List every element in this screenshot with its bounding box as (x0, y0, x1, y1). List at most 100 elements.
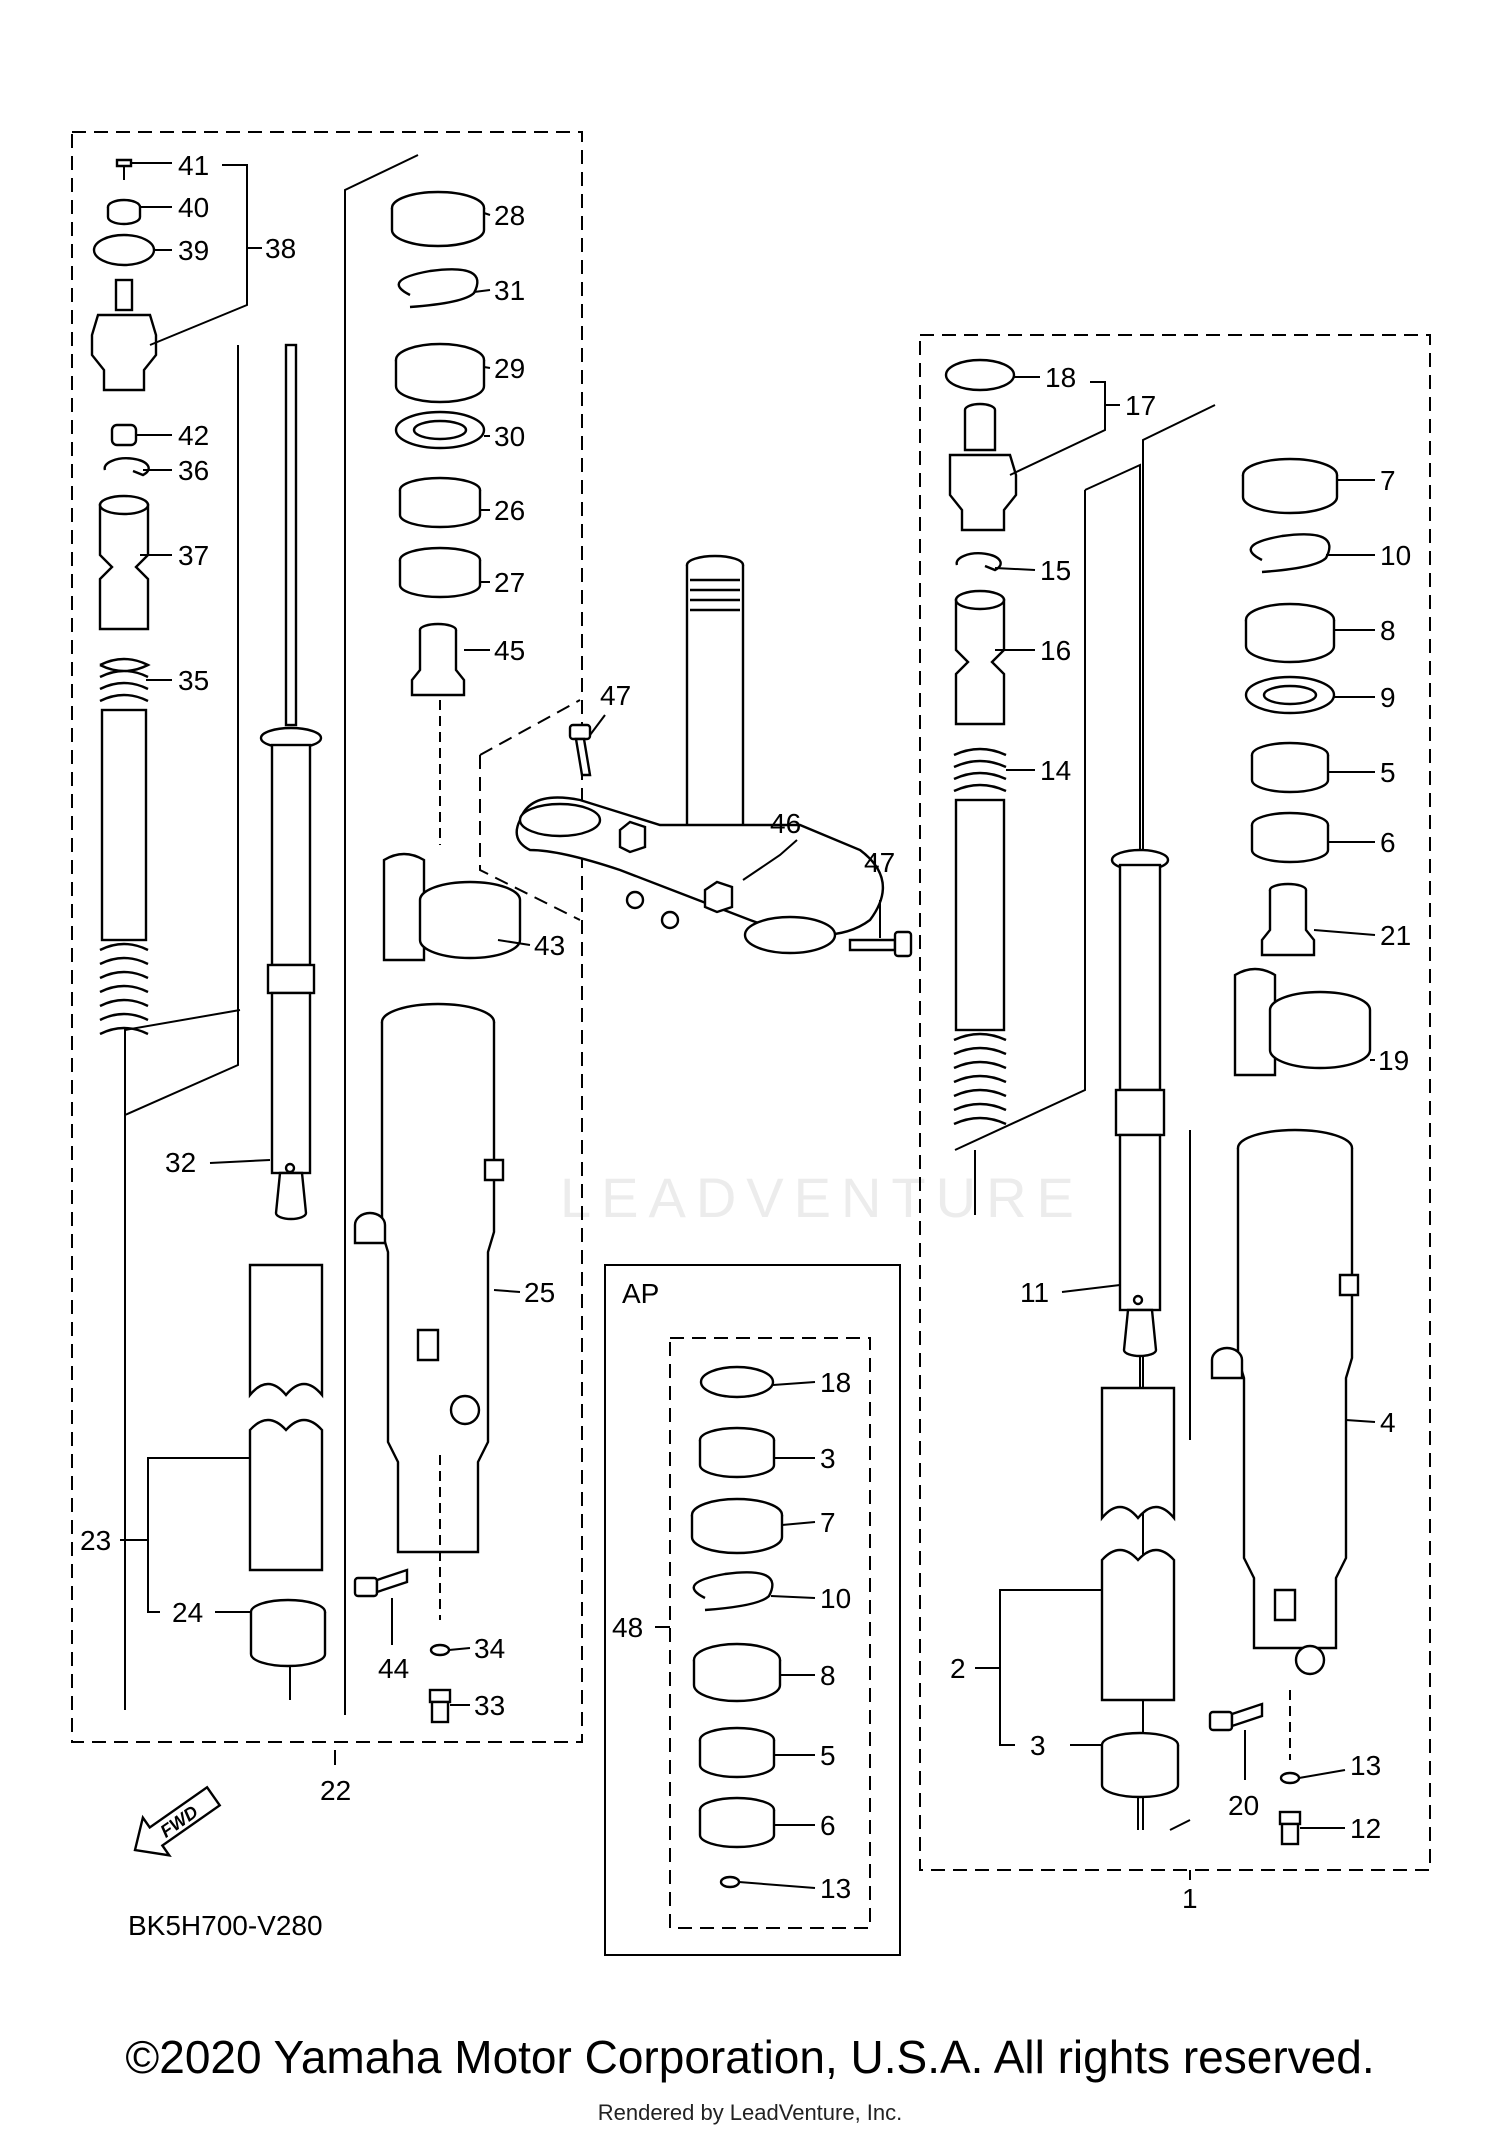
callout-34: 34 (474, 1633, 505, 1664)
part-36-clip[interactable] (103, 457, 150, 477)
ap-kit-boundary (669, 1337, 871, 1929)
part-34-gasket[interactable] (429, 1643, 451, 1657)
callout-47-top: 47 (600, 680, 631, 711)
callout-11: 11 (1020, 1277, 1049, 1308)
part-20-bolt[interactable] (1208, 1702, 1264, 1732)
left-assembly-boundary (71, 131, 583, 1743)
part-25-outer-tube[interactable] (353, 1002, 505, 1620)
rendered-by-notice: Rendered by LeadVenture, Inc. (597, 2100, 903, 2125)
ap-part-13-gasket[interactable] (719, 1875, 741, 1889)
callout-25: 25 (524, 1277, 555, 1308)
part-46-under-bracket[interactable] (515, 554, 884, 955)
callout-43: 43 (534, 930, 565, 961)
ap-part-3-slide-metal[interactable] (698, 1426, 776, 1479)
ap-kit-box: AP 18 (604, 1264, 901, 1956)
part-33-bolt[interactable] (428, 1688, 452, 1724)
ap-part-8-oil-seal[interactable] (692, 1642, 782, 1703)
ap-label: AP (622, 1278, 659, 1309)
callout-16: 16 (1040, 635, 1071, 666)
part-9-washer[interactable] (1244, 675, 1336, 715)
callout-46: 46 (770, 808, 801, 839)
part-3-bushing[interactable] (1100, 1731, 1180, 1799)
callout-24: 24 (172, 1597, 203, 1628)
callout-10: 10 (1380, 540, 1411, 571)
part-37-collar[interactable] (98, 494, 150, 631)
callout-13: 13 (1350, 1750, 1381, 1781)
part-43-fork-guard[interactable] (382, 852, 522, 962)
ap-box-border (604, 1264, 901, 1956)
callout-47-right: 47 (864, 847, 895, 878)
part-29-oil-seal[interactable] (394, 342, 486, 404)
part-31-stopper-ring[interactable] (397, 268, 479, 309)
part-47-bolt-upper[interactable] (568, 723, 592, 777)
callout-27: 27 (494, 567, 525, 598)
callout-6: 6 (1380, 827, 1396, 858)
ap-part-5-slide-metal[interactable] (698, 1726, 776, 1779)
callout-12: 12 (1350, 1813, 1381, 1844)
part-27-piston-metal[interactable] (398, 546, 482, 599)
center-callout-labels: 47 46 47 (600, 680, 895, 878)
callout-38: 38 (265, 233, 296, 264)
part-13-gasket[interactable] (1279, 1771, 1301, 1785)
part-12-bolt[interactable] (1278, 1810, 1302, 1846)
part-8-oil-seal[interactable] (1244, 602, 1336, 664)
part-10-stopper-ring[interactable] (1249, 533, 1331, 574)
part-39-o-ring[interactable] (92, 233, 156, 267)
right-assembly-boundary (919, 334, 1431, 1871)
part-47-bolt-right[interactable] (848, 930, 913, 958)
part-18-o-ring[interactable] (944, 358, 1016, 392)
ap-part-10-stopper-ring[interactable] (692, 1571, 774, 1612)
part-16-collar[interactable] (954, 589, 1006, 726)
ap-part-18-o-ring[interactable] (699, 1365, 775, 1399)
part-24-bushing[interactable] (249, 1598, 327, 1668)
part-7-dust-seal[interactable] (1241, 457, 1339, 515)
copyright-notice: ©2020 Yamaha Motor Corporation, U.S.A. A… (125, 2031, 1375, 2083)
callout-45: 45 (494, 635, 525, 666)
part-35-spring[interactable] (99, 657, 151, 1036)
callout-3: 3 (1030, 1730, 1046, 1761)
callout-35: 35 (178, 665, 209, 696)
part-32-damper-rod[interactable] (259, 343, 323, 1221)
part-23-slide-metal[interactable] (248, 1263, 324, 1572)
part-42-nut[interactable] (110, 423, 138, 447)
left-fork-assembly (71, 131, 583, 1765)
center-bracket-assembly (479, 554, 913, 958)
part-14-spring[interactable] (953, 747, 1007, 1126)
callout-28: 28 (494, 200, 525, 231)
ap-part-7-dust-seal[interactable] (690, 1497, 784, 1555)
part-2-slide-metal[interactable] (1100, 1386, 1176, 1702)
callout-37: 37 (178, 540, 209, 571)
part-45-oil-lock-piece[interactable] (410, 622, 466, 845)
part-19-fork-guard[interactable] (1233, 967, 1372, 1077)
part-40-nut[interactable] (106, 198, 142, 226)
part-26-slide-metal[interactable] (398, 476, 482, 529)
ap-callout-10: 10 (820, 1583, 851, 1614)
ap-part-6-piston-metal[interactable] (698, 1796, 776, 1849)
part-21-oil-lock-piece[interactable] (1260, 882, 1316, 957)
part-38-cap-bolt[interactable] (90, 278, 158, 392)
part-41-screw[interactable] (115, 158, 133, 180)
part-30-washer[interactable] (394, 410, 486, 450)
part-44-bolt[interactable] (353, 1568, 409, 1598)
callout-23: 23 (80, 1525, 111, 1556)
ap-callout-6: 6 (820, 1810, 836, 1841)
part-4-outer-tube[interactable] (1210, 1128, 1360, 1760)
callout-4: 4 (1380, 1407, 1396, 1438)
callout-39: 39 (178, 235, 209, 266)
part-11-damper-cylinder[interactable] (1110, 848, 1170, 1358)
callout-31: 31 (494, 275, 525, 306)
callout-20: 20 (1228, 1790, 1259, 1821)
part-15-clip[interactable] (955, 552, 1002, 572)
callout-33: 33 (474, 1690, 505, 1721)
part-28-dust-seal[interactable] (390, 190, 486, 248)
ap-callout-5: 5 (820, 1740, 836, 1771)
ap-callout-3: 3 (820, 1443, 836, 1474)
part-6-piston-metal[interactable] (1250, 811, 1330, 864)
part-17-cap-bolt[interactable] (948, 402, 1018, 532)
part-5-slide-metal[interactable] (1250, 741, 1330, 794)
callout-9: 9 (1380, 682, 1396, 713)
watermark: LEADVENTURE (560, 1166, 1084, 1229)
callout-8: 8 (1380, 615, 1396, 646)
ap-callout-48: 48 (612, 1612, 643, 1643)
callout-5: 5 (1380, 757, 1396, 788)
